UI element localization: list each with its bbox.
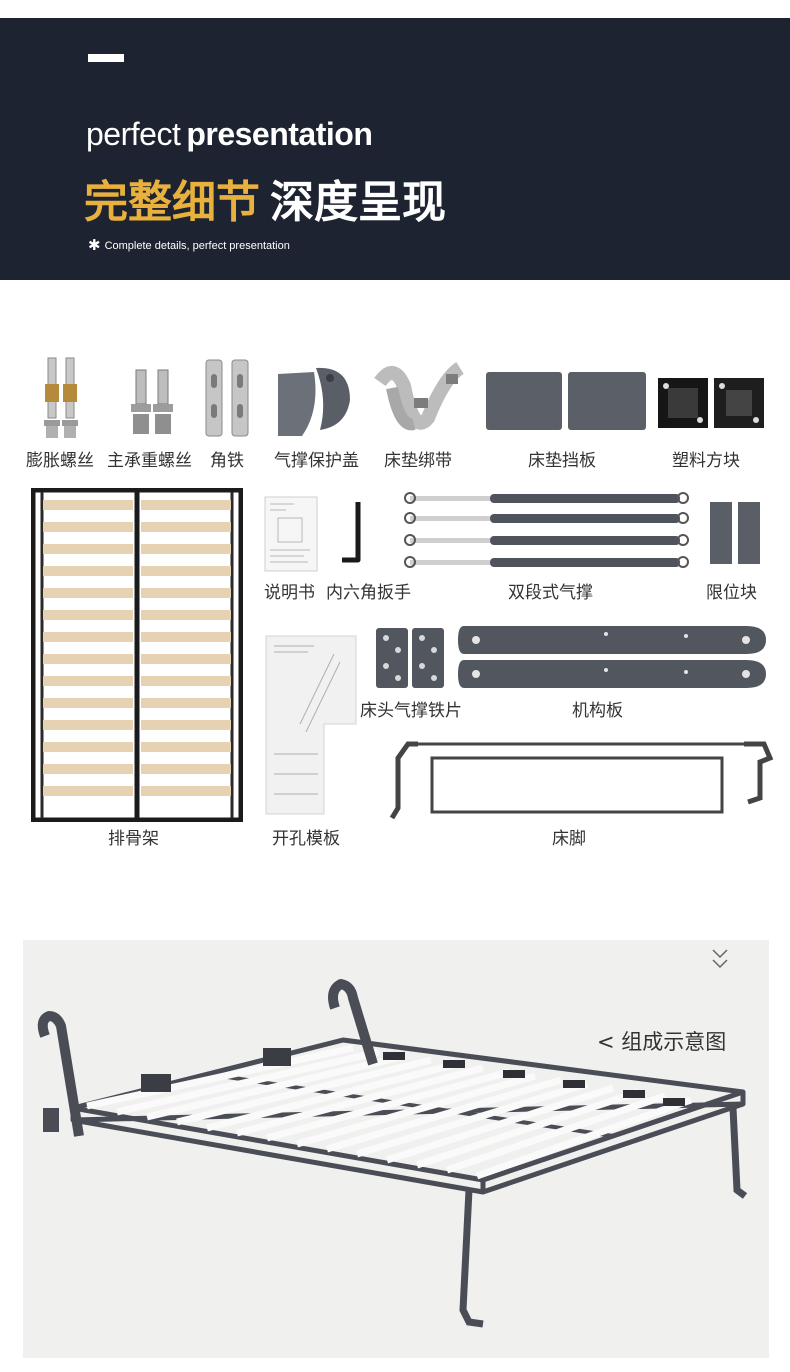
label-mattress-baffle: 床垫挡板 bbox=[528, 451, 596, 471]
strut-plate-image bbox=[374, 626, 446, 690]
decorative-dash bbox=[88, 54, 124, 62]
label-strut-plate: 床头气撑铁片 bbox=[360, 701, 462, 721]
angle-iron-image bbox=[202, 358, 254, 440]
drill-template-image bbox=[264, 634, 358, 816]
subtitle: ✱Complete details, perfect presentation bbox=[88, 237, 290, 254]
label-limit-block: 限位块 bbox=[706, 583, 757, 603]
asterisk-icon: ✱ bbox=[88, 237, 101, 254]
label-gas-strut: 双段式气撑 bbox=[508, 583, 593, 603]
mattress-baffle-image bbox=[486, 372, 646, 432]
gas-strut-image bbox=[404, 492, 690, 572]
label-angle-iron: 角铁 bbox=[210, 451, 244, 471]
expansion-screw-image bbox=[40, 354, 90, 442]
bed-frame-illustration bbox=[37, 979, 748, 1328]
label-heavy-screw: 主承重螺丝 bbox=[107, 451, 192, 471]
label-drill-template: 开孔模板 bbox=[272, 829, 340, 849]
chinese-title: 完整细节深度呈现 bbox=[84, 177, 446, 228]
assembly-diagram: < 组成示意图 bbox=[23, 940, 769, 1358]
manual-image bbox=[264, 496, 318, 572]
label-mattress-strap: 床垫绑带 bbox=[384, 451, 452, 471]
mattress-strap-image bbox=[374, 358, 466, 440]
mechanism-plate-image bbox=[456, 624, 768, 692]
label-mechanism-plate: 机构板 bbox=[572, 701, 623, 721]
label-bed-leg: 床脚 bbox=[552, 829, 586, 849]
plastic-block-image bbox=[654, 374, 768, 430]
label-manual: 说明书 bbox=[264, 583, 315, 603]
label-expansion-screw: 膨胀螺丝 bbox=[26, 451, 94, 471]
strut-cover-image bbox=[274, 360, 354, 440]
limit-block-image bbox=[708, 500, 764, 566]
heavy-screw-image bbox=[128, 368, 178, 438]
label-hex-wrench: 内六角扳手 bbox=[326, 583, 411, 603]
diagram-caption: < 组成示意图 bbox=[597, 1030, 727, 1054]
chevron-down-icon bbox=[712, 949, 728, 969]
label-strut-cover: 气撑保护盖 bbox=[274, 451, 359, 471]
hex-wrench-image bbox=[338, 500, 370, 568]
label-plastic-block: 塑料方块 bbox=[672, 451, 740, 471]
bed-leg-image bbox=[384, 738, 776, 824]
slat-frame-image bbox=[31, 488, 243, 822]
label-slat-frame: 排骨架 bbox=[108, 829, 159, 849]
